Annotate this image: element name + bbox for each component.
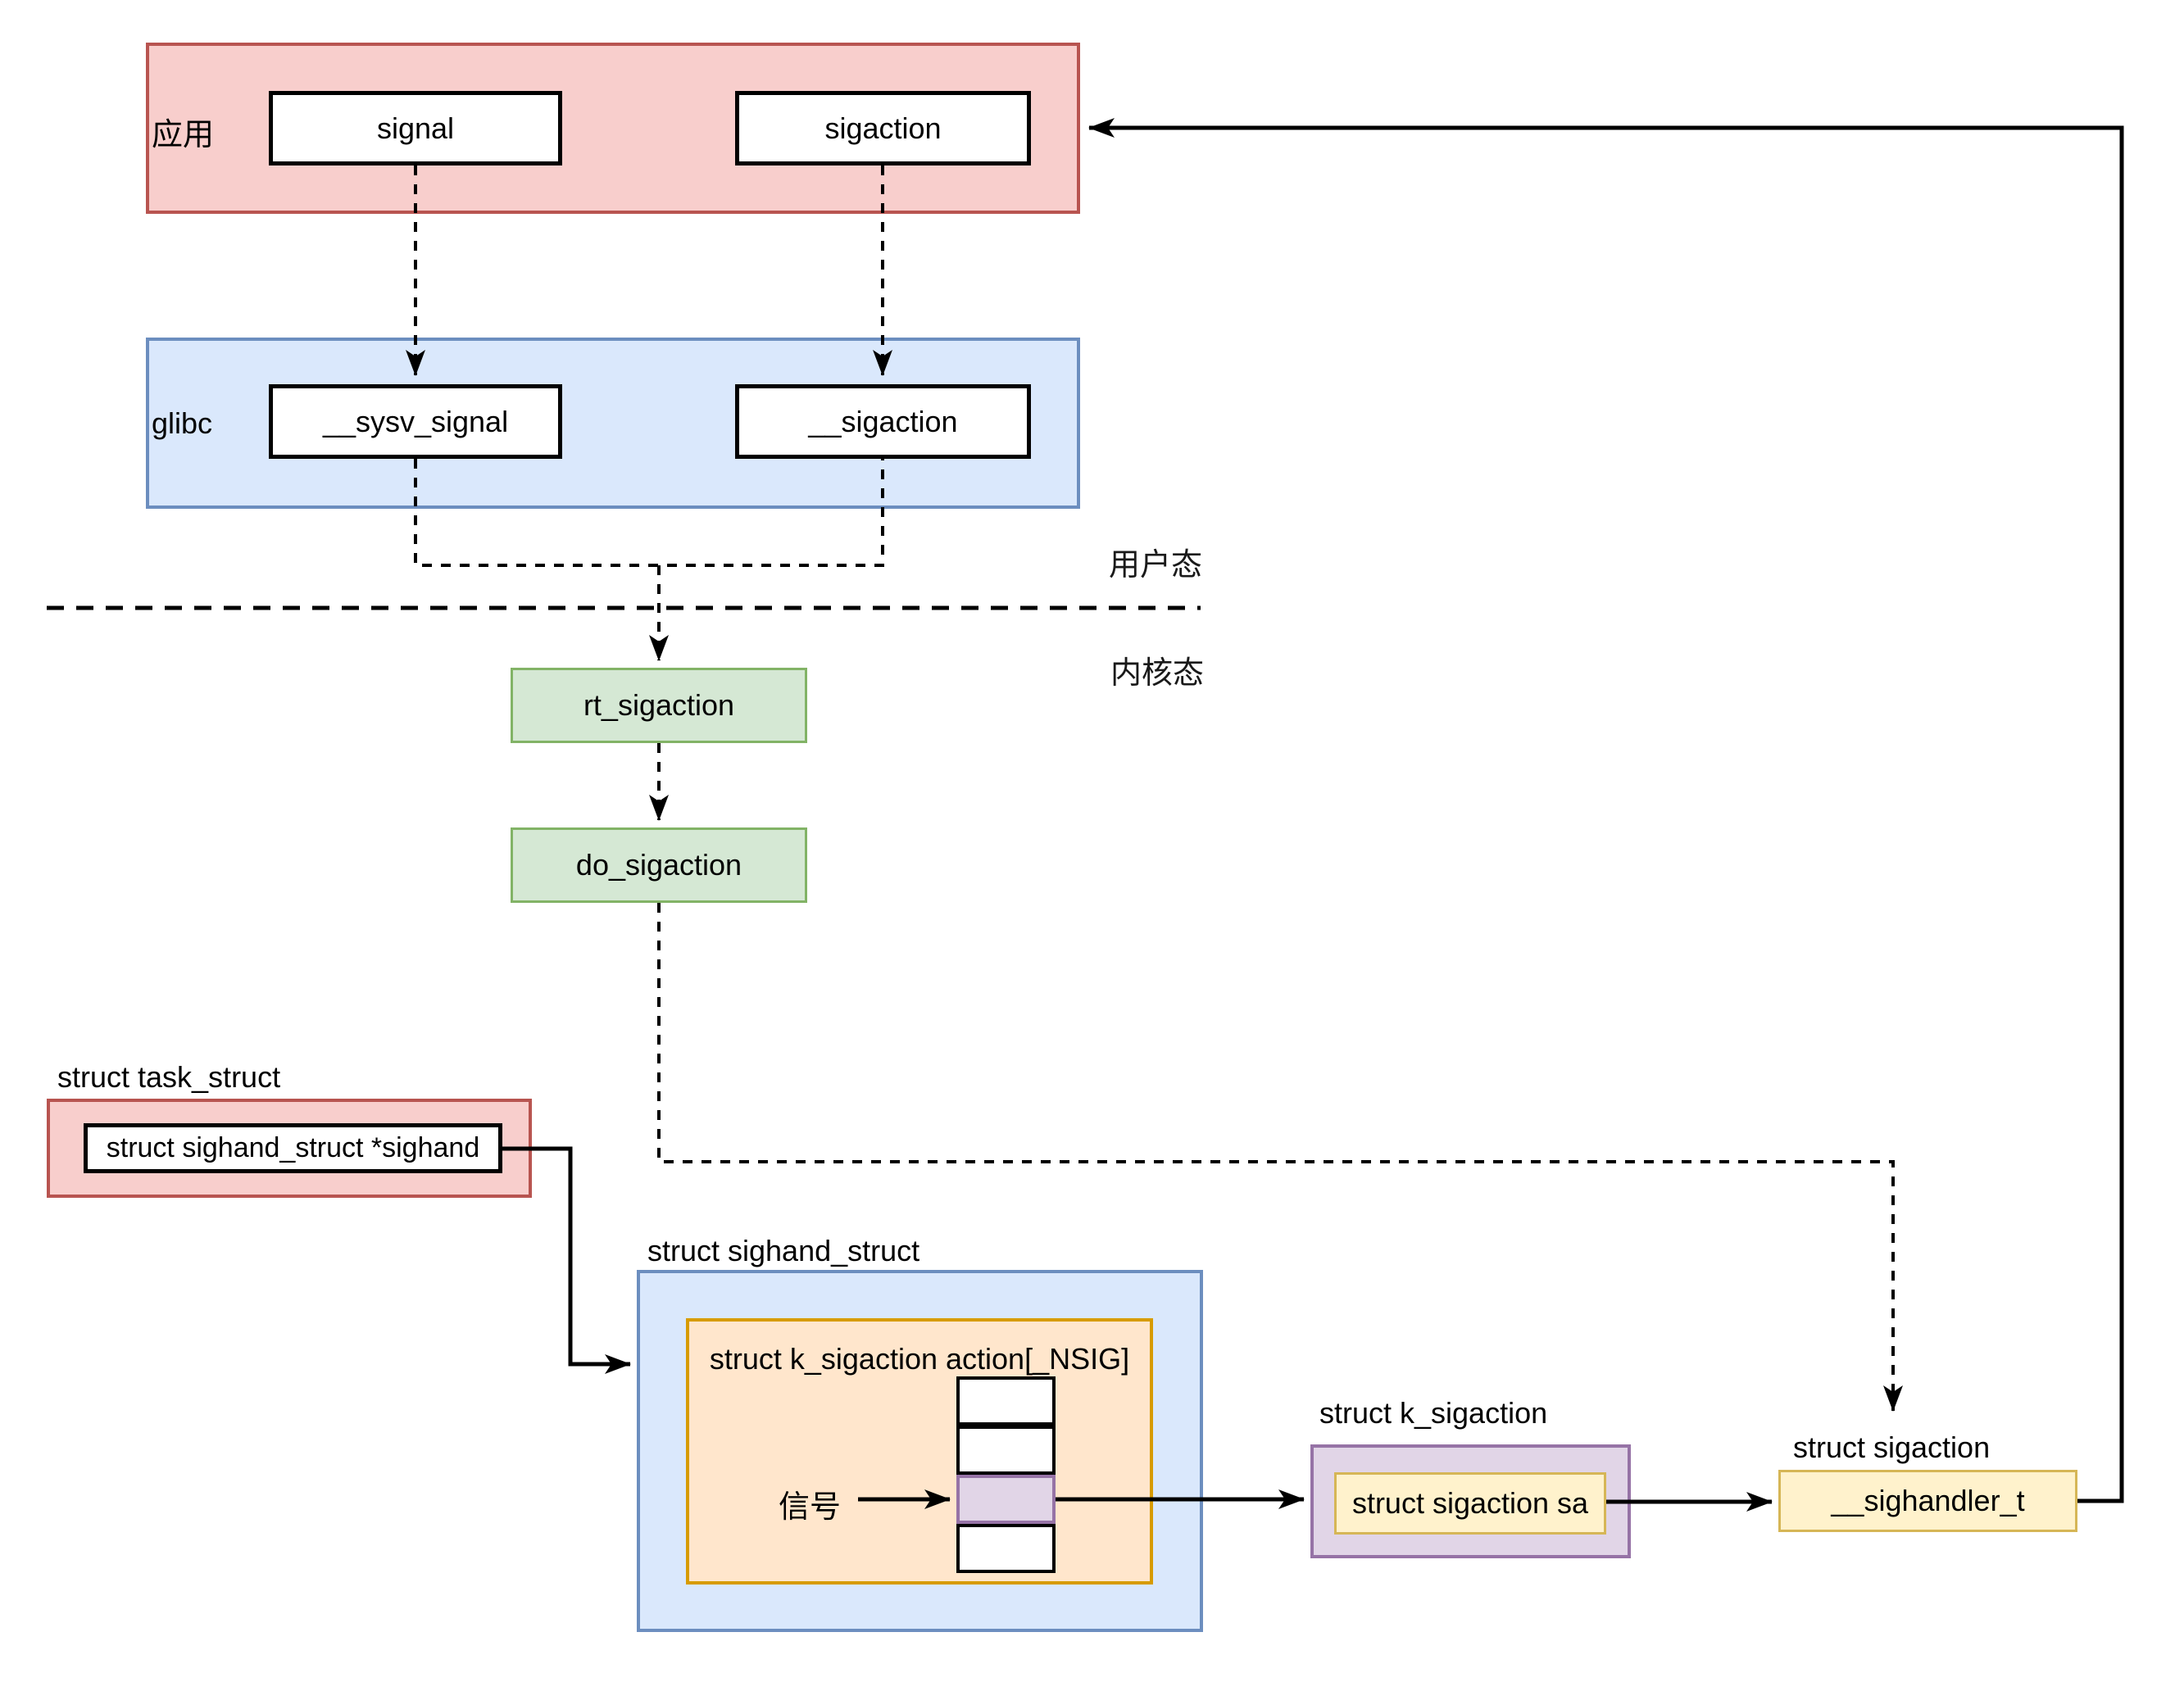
user-mode-label: 用户态 (1109, 546, 1203, 583)
kernel-mode-label: 内核态 (1110, 655, 1205, 691)
signal-label: signal (376, 111, 455, 145)
array-cell-highlighted (956, 1475, 1056, 1524)
array-cell (956, 1376, 1056, 1426)
rt-sigaction-label: rt_sigaction (583, 688, 735, 722)
sighand-pointer-box: struct sighand_struct *sighand (84, 1123, 502, 1173)
do-sigaction-label: do_sigaction (575, 848, 742, 882)
k-sigaction-title: struct k_sigaction (1319, 1396, 1548, 1430)
sighand-pointer-label: struct sighand_struct *sighand (106, 1132, 480, 1163)
app-layer-label: 应用 (152, 116, 215, 152)
sigaction-sa-label: struct sigaction sa (1351, 1486, 1589, 1520)
sighandler-t-label: __sighandler_t (1831, 1484, 2025, 1517)
sigaction-struct-title: struct sigaction (1793, 1430, 1991, 1464)
glibc-sigaction-box: __sigaction (735, 384, 1031, 459)
task-struct-title: struct task_struct (57, 1060, 281, 1094)
action-array-title: struct k_sigaction action[_NSIG] (709, 1342, 1130, 1376)
glibc-layer-label: glibc (152, 406, 213, 440)
rt-sigaction-box: rt_sigaction (511, 668, 807, 743)
sigaction-label: sigaction (824, 111, 942, 145)
array-cell (956, 1426, 1056, 1475)
sighandler-to-app-arrow (1088, 118, 2124, 1503)
signal-number-label: 信号 (779, 1489, 842, 1525)
sighand-struct-title: struct sighand_struct (647, 1234, 920, 1267)
glibc-sigaction-label: __sigaction (808, 404, 958, 438)
sigaction-box: sigaction (735, 91, 1031, 165)
sigaction-sa-box: struct sigaction sa (1334, 1472, 1606, 1535)
signal-array (956, 1376, 1056, 1573)
sysv-signal-box: __sysv_signal (269, 384, 562, 459)
signal-box: signal (269, 91, 562, 165)
sysv-signal-label: __sysv_signal (322, 404, 509, 438)
sighandler-t-box: __sighandler_t (1778, 1470, 2077, 1532)
array-cell (956, 1524, 1056, 1573)
do-sigaction-box: do_sigaction (511, 827, 807, 903)
